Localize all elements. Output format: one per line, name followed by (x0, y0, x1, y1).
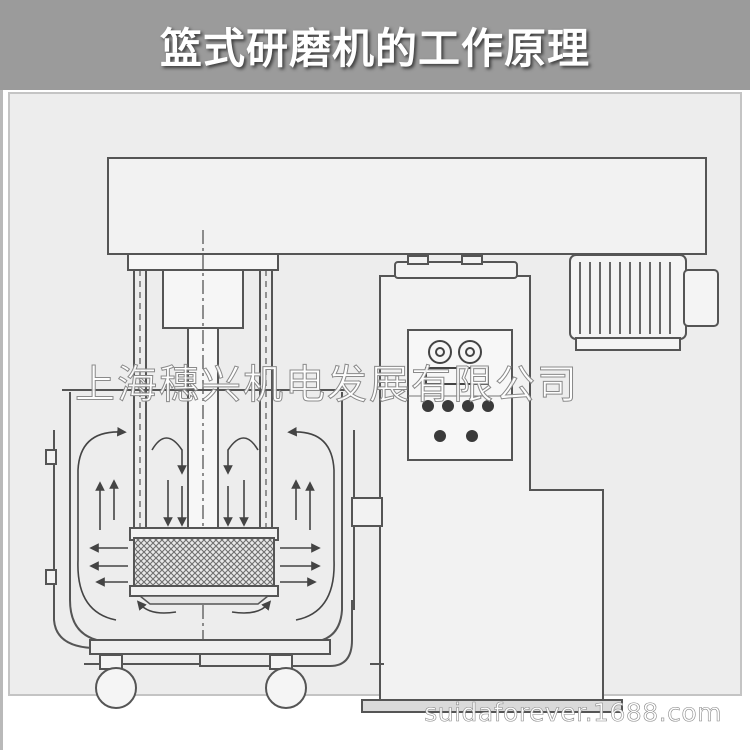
main-shaft (187, 230, 219, 650)
display-window (425, 367, 489, 385)
title-bar: 篮式研磨机的工作原理 (0, 0, 750, 90)
motor-fins-icon (579, 262, 671, 334)
site-watermark: suidaforever.1688.com (424, 698, 722, 728)
company-watermark: 上海穗兴机电发展有限公司 (75, 362, 579, 409)
flow-arrow-icon (77, 426, 335, 621)
guide-rods (133, 270, 273, 530)
control-knob-icon (428, 340, 482, 364)
push-button-icon (422, 400, 494, 442)
control-panel (407, 329, 513, 461)
base-plate (361, 699, 623, 713)
grinding-vessel (45, 389, 383, 655)
dispersion-basket (129, 527, 279, 605)
shaft-coupling (127, 253, 279, 329)
discharge-pipe (84, 600, 384, 667)
page-title: 篮式研磨机的工作原理 (159, 23, 590, 73)
caster-wheel-icon (95, 654, 307, 709)
head-beam (107, 157, 707, 255)
motor (569, 254, 719, 351)
